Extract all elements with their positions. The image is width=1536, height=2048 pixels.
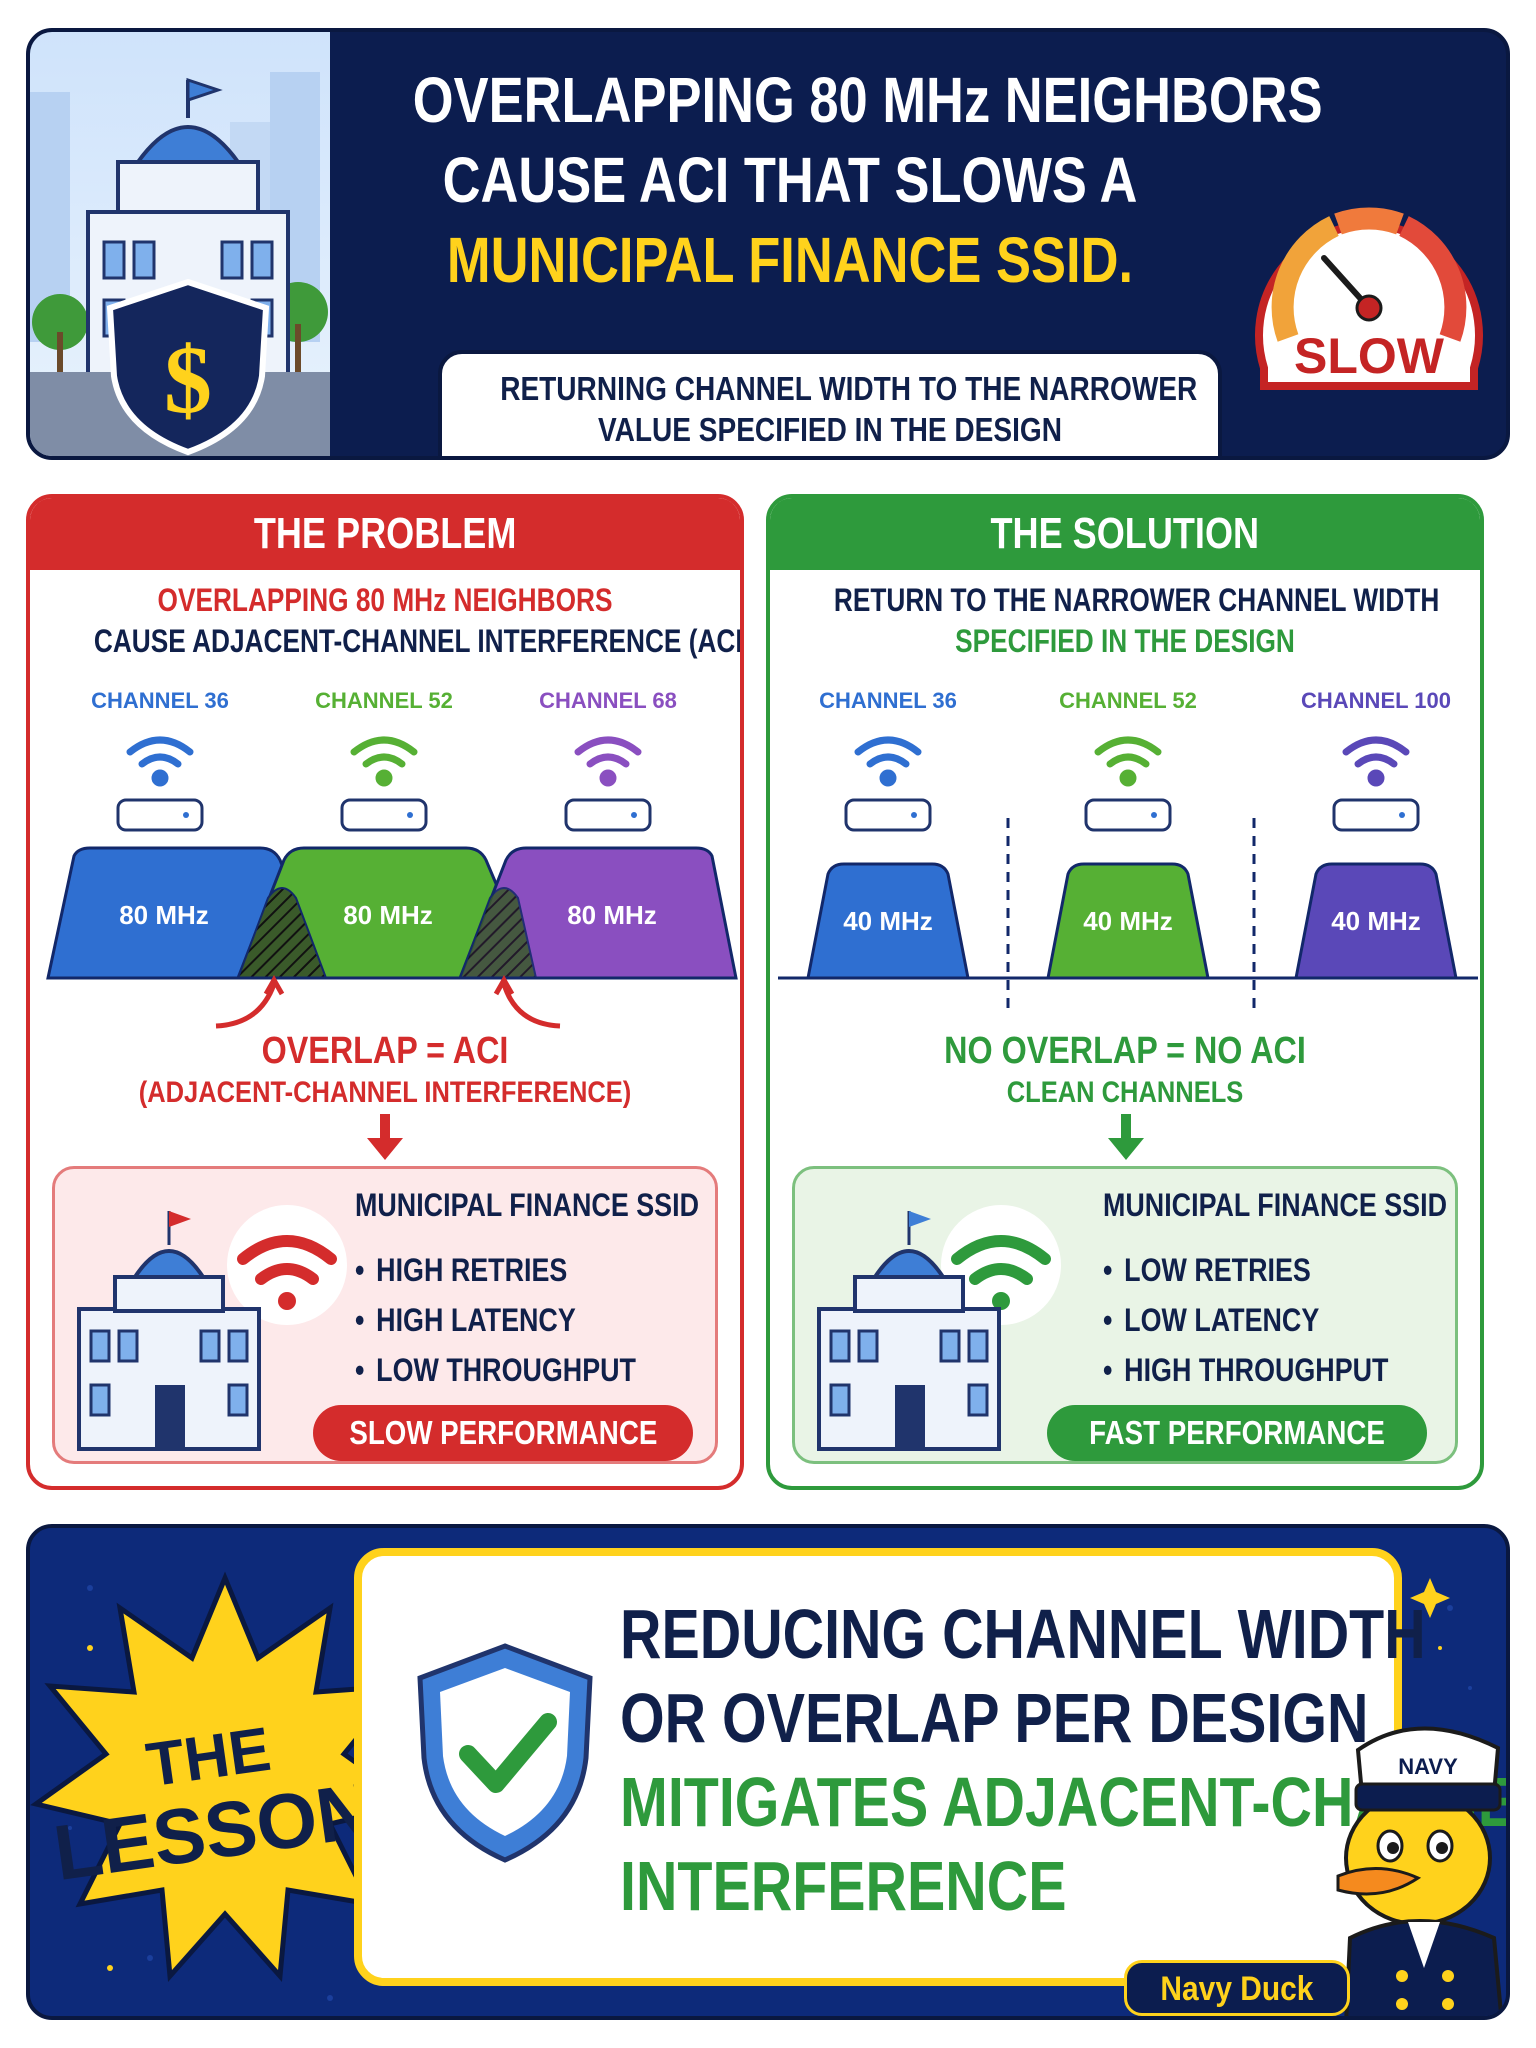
city-hall-wifi-icon — [817, 1205, 1061, 1451]
access-point-icon — [1084, 798, 1172, 832]
list-item: HIGH THROUGHPUT — [1103, 1345, 1388, 1395]
title-line-2: CAUSE ACI THAT SLOWS A — [442, 144, 1138, 216]
solution-result-sub: CLEAN CHANNELS — [1006, 1076, 1244, 1109]
problem-desc-line-2: CAUSE ADJACENT-CHANNEL INTERFERENCE (ACI… — [93, 623, 744, 659]
problem-panel: THE PROBLEM OVERLAPPING 80 MHz NEIGHBORS… — [26, 494, 744, 1490]
page-title: OVERLAPPING 80 MHz NEIGHBORS CAUSE ACI T… — [330, 60, 1323, 300]
lesson-banner: THE LESSON REDUCING CHANNEL WIDTH OR OVE… — [26, 1524, 1510, 2020]
shield-check-icon — [417, 1643, 593, 1863]
speedometer-slow-icon: SLOW — [1255, 207, 1483, 390]
mascot-cap-label: NAVY — [1398, 1754, 1458, 1779]
lesson-line-2: OR OVERLAP PER DESIGN — [620, 1679, 1369, 1757]
solution-ssid-bullets: LOW RETRIES LOW LATENCY HIGH THROUGHPUT — [1103, 1245, 1443, 1395]
access-point-icon — [340, 798, 428, 832]
solution-channel-3-band — [1294, 862, 1458, 980]
solution-ssid-card: MUNICIPAL FINANCE SSID LOW RETRIES LOW L… — [792, 1166, 1458, 1464]
subtitle-box: RETURNING CHANNEL WIDTH TO THE NARROWER … — [438, 350, 1222, 456]
problem-desc-line-1: OVERLAPPING 80 MHz NEIGHBORS — [157, 582, 613, 618]
solution-channel-diagram: CHANNEL 36 CHANNEL 52 CHANNEL 100 40 MHz… — [778, 688, 1478, 1008]
wifi-icon — [126, 736, 194, 787]
fast-performance-badge: FAST PERFORMANCE — [1047, 1405, 1427, 1461]
header-banner: $ OVERLAPPING 80 MHz NEIGHBORS CAUSE ACI… — [26, 28, 1510, 460]
problem-result-sub: (ADJACENT-CHANNEL INTERFERENCE) — [138, 1076, 632, 1109]
problem-description: OVERLAPPING 80 MHz NEIGHBORS CAUSE ADJAC… — [30, 580, 740, 662]
overlap-zone-1 — [236, 887, 328, 979]
solution-result: NO OVERLAP = NO ACI CLEAN CHANNELS — [770, 1028, 1480, 1112]
overlap-zone-2 — [458, 887, 538, 979]
title-line-1: OVERLAPPING 80 MHz NEIGHBORS — [412, 64, 1323, 136]
solution-channel-2-band — [1046, 862, 1210, 980]
access-point-icon — [1332, 798, 1420, 832]
list-item: HIGH RETRIES — [355, 1245, 636, 1295]
wifi-icon — [854, 736, 922, 787]
access-point-icon — [844, 798, 932, 832]
subtitle-line-2: VALUE SPECIFIED IN THE DESIGN — [598, 411, 1062, 448]
solution-desc-line-2: SPECIFIED IN THE DESIGN — [955, 623, 1295, 659]
solution-ssid-title: MUNICIPAL FINANCE SSID — [1103, 1187, 1447, 1223]
lesson-line-1: REDUCING CHANNEL WIDTH — [620, 1595, 1426, 1673]
problem-result: OVERLAP = ACI (ADJACENT-CHANNEL INTERFER… — [30, 1028, 740, 1112]
wifi-icon — [1094, 736, 1162, 787]
city-hall-dollar-shield-icon: $ — [30, 32, 330, 456]
access-point-icon — [564, 798, 652, 832]
solution-channel-2-label: CHANNEL 52 — [1059, 688, 1197, 713]
overlap-arrow-left — [215, 983, 277, 1029]
problem-channel-3-label: CHANNEL 68 — [539, 688, 677, 713]
solution-result-title: NO OVERLAP = NO ACI — [944, 1030, 1306, 1072]
solution-panel: THE SOLUTION RETURN TO THE NARROWER CHAN… — [766, 494, 1484, 1490]
access-point-icon — [116, 798, 204, 832]
slow-performance-badge: SLOW PERFORMANCE — [313, 1405, 693, 1461]
solution-channel-3-width: 40 MHz — [1331, 906, 1421, 936]
down-arrow-icon — [1108, 1114, 1144, 1160]
problem-channel-3-width: 80 MHz — [567, 900, 657, 930]
list-item: LOW LATENCY — [1103, 1295, 1388, 1345]
solution-desc-line-1: RETURN TO THE NARROWER CHANNEL WIDTH — [833, 582, 1440, 618]
lesson-starburst: THE LESSON — [30, 1571, 420, 1982]
wifi-icon — [574, 736, 642, 787]
title-line-3: MUNICIPAL FINANCE SSID. — [446, 224, 1134, 296]
lesson-line-4: INTERFERENCE — [620, 1847, 1067, 1925]
problem-heading: THE PROBLEM — [30, 498, 740, 570]
list-item: HIGH LATENCY — [355, 1295, 636, 1345]
solution-channel-1-band — [806, 862, 970, 980]
problem-result-title: OVERLAP = ACI — [261, 1030, 509, 1072]
problem-channel-2-label: CHANNEL 52 — [315, 688, 453, 713]
problem-channel-diagram: CHANNEL 36 CHANNEL 52 CHANNEL 68 80 MHz … — [46, 688, 738, 1029]
navy-duck-mascot: NAVY — [1336, 1726, 1504, 2016]
problem-channel-2-width: 80 MHz — [343, 900, 433, 930]
solution-channel-1-label: CHANNEL 36 — [819, 688, 957, 713]
mascot-name-tag: Navy Duck — [1124, 1960, 1350, 2016]
subtitle-line-1: RETURNING CHANNEL WIDTH TO THE NARROWER — [500, 370, 1198, 407]
down-arrow-icon — [367, 1114, 403, 1160]
problem-channel-1-label: CHANNEL 36 — [91, 688, 229, 713]
city-hall-wifi-icon — [77, 1205, 347, 1451]
problem-channel-1-width: 80 MHz — [119, 900, 209, 930]
solution-description: RETURN TO THE NARROWER CHANNEL WIDTH SPE… — [770, 580, 1480, 662]
solution-channel-1-width: 40 MHz — [843, 906, 933, 936]
solution-channel-3-label: CHANNEL 100 — [1301, 688, 1451, 713]
gauge-label: SLOW — [1294, 328, 1445, 384]
svg-text:$: $ — [164, 326, 212, 433]
wifi-icon — [1342, 736, 1410, 787]
solution-channel-2-width: 40 MHz — [1083, 906, 1173, 936]
subtitle-line-3: RESTORES PERFORMANCE. — [500, 450, 1160, 456]
list-item: LOW RETRIES — [1103, 1245, 1388, 1295]
problem-ssid-title: MUNICIPAL FINANCE SSID — [355, 1187, 699, 1223]
wifi-icon — [350, 736, 418, 787]
lesson-burst-line-1: THE — [142, 1715, 274, 1801]
problem-ssid-bullets: HIGH RETRIES HIGH LATENCY LOW THROUGHPUT — [355, 1245, 690, 1395]
problem-ssid-card: MUNICIPAL FINANCE SSID HIGH RETRIES HIGH… — [52, 1166, 718, 1464]
list-item: LOW THROUGHPUT — [355, 1345, 636, 1395]
solution-heading: THE SOLUTION — [770, 498, 1480, 570]
overlap-arrow-right — [501, 983, 561, 1029]
